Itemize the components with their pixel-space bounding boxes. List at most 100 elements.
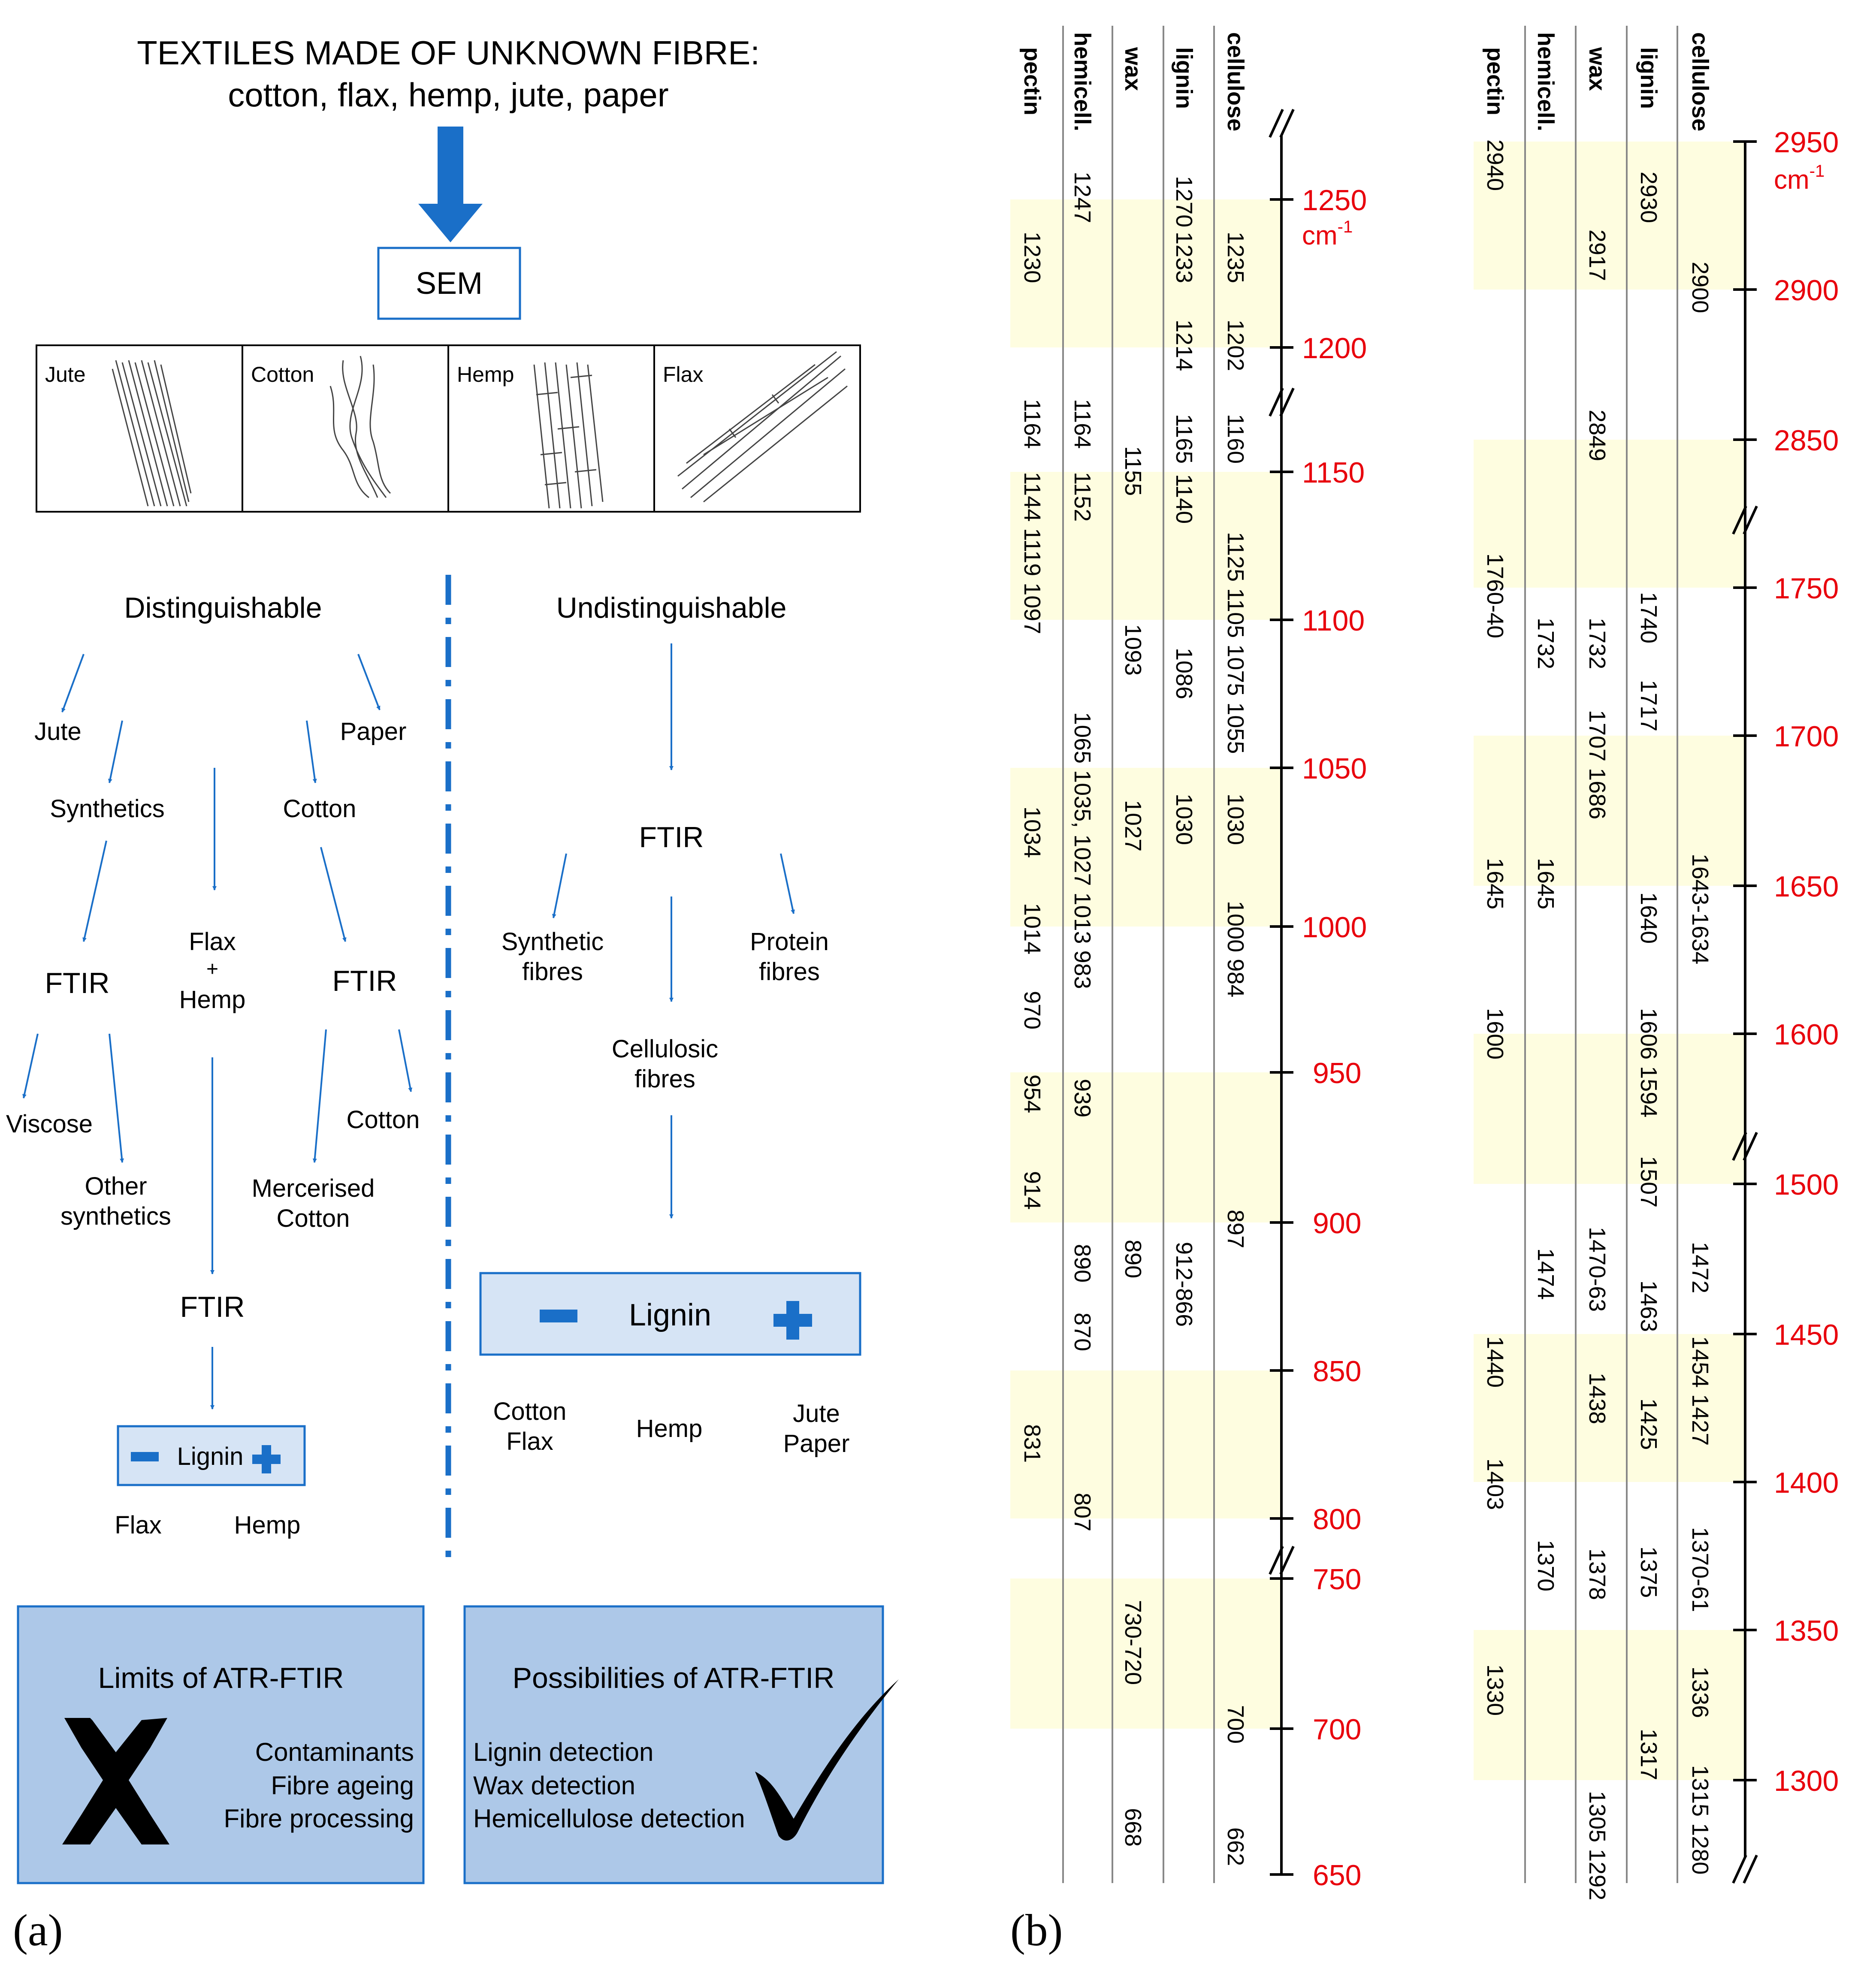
band-value: 2849 [1584,410,1610,461]
tick-1700: 1700 [1774,720,1839,753]
band-value: 1378 [1584,1548,1610,1600]
check-icon [755,1679,899,1841]
other-synthetics-line2: synthetics [60,1202,171,1230]
cotton-node-2: Cotton [347,1106,420,1134]
band-value: 1760-40 [1482,553,1508,638]
minus-icon [131,1452,159,1461]
band-value: 1472 [1687,1242,1713,1293]
band-value: 1034 [1019,806,1045,858]
band-value: 1474 [1533,1248,1559,1300]
unit-right-exp: -1 [1810,162,1825,181]
ftir-left-node: FTIR [45,967,109,999]
band-value: 1375 [1636,1546,1662,1598]
panel-a-label: (a) [13,1905,63,1955]
band-value: 831 [1019,1424,1045,1463]
limits-item-2: Fibre ageing [271,1771,414,1800]
panel-b-label: (b) [1010,1905,1063,1955]
column-headers-right: cellulose lignin wax hemicell. pectin [1482,32,1713,131]
tick-1100: 1100 [1302,604,1365,637]
ftir-right-node: FTIR [332,965,397,997]
band-value: 1732 [1584,618,1610,669]
column-headers-left: cellulose lignin wax hemicell. pectin [1019,32,1248,131]
jute-node: Jute [34,718,82,746]
col-header-hemicell-left: hemicell. [1069,32,1095,131]
col-header-cellulose-left: cellulose [1223,32,1248,131]
tick-2900: 2900 [1774,274,1839,307]
band-value: 730-720 [1120,1600,1146,1685]
fibre-panel-hemp: Hemp [457,362,514,386]
band-value: 1643-1634 [1687,854,1713,964]
band-value: 2917 [1584,229,1610,281]
tick-1750: 1750 [1774,572,1839,605]
band-value: 1370 [1533,1540,1559,1591]
tick-1450: 1450 [1774,1319,1839,1351]
cellulosic-fibres-line2: fibres [634,1065,695,1093]
panel-a-title-line2: cotton, flax, hemp, jute, paper [228,76,669,114]
band-value: 970 [1019,991,1045,1029]
lignin-label-small: Lignin [177,1443,244,1470]
col-header-pectin-left: pectin [1019,47,1045,115]
possibilities-title: Possibilities of ATR-FTIR [513,1662,835,1694]
band-value: 1315 1280 [1687,1765,1713,1874]
band-value: 2900 [1687,262,1713,313]
column-separators [1062,26,1678,1883]
band-value: 1164 [1019,399,1045,449]
band-value: 1336 [1687,1666,1713,1718]
limits-item-3: Fibre processing [224,1804,414,1833]
col-header-cellulose-right: cellulose [1687,32,1713,131]
band-value: 1270 [1171,176,1197,227]
band-value: 1463 [1636,1280,1662,1332]
band-value: 1030 [1171,794,1197,845]
col-header-lignin-left: lignin [1171,47,1197,109]
band-value: 700 [1223,1705,1248,1744]
band-value: 1014 [1019,903,1045,954]
band-value: 1707 1686 [1584,710,1610,819]
band-value: 1144 1119 1097 [1019,472,1045,634]
cross-icon [62,1718,169,1844]
highlight-bands [1010,142,1746,1780]
band-value: 1470-63 [1584,1227,1610,1312]
panel-a: TEXTILES MADE OF UNKNOWN FIBRE: cotton, … [6,34,899,1955]
band-value: 662 [1223,1827,1248,1866]
possibilities-item-2: Wax detection [473,1771,635,1800]
band-value: 1454 1427 [1687,1336,1713,1446]
sem-fibre-panels: Jute Cotton Hemp Flax [36,344,861,513]
band-value: 2940 [1482,139,1508,191]
tick-1050: 1050 [1302,752,1367,785]
flax-fibre-sketch [677,351,848,503]
hemp-result-right: Hemp [636,1415,703,1443]
band-value: 1732 [1533,618,1559,669]
band-value: 1247 [1069,172,1095,223]
jute-paper-line2: Paper [783,1430,850,1458]
band-value: 1000 984 [1223,901,1248,997]
unit-left-base: cm [1302,221,1338,251]
unit-right-base: cm [1774,165,1810,195]
right-band-values: 2900 1643-1634 1472 1454 1427 1370-61 13… [1482,139,1713,1900]
band-value: 1440 [1482,1336,1508,1388]
sem-box [377,247,521,320]
band-value: 1027 [1120,800,1146,851]
limits-title: Limits of ATR-FTIR [98,1662,344,1694]
band-value: 870 [1069,1313,1095,1351]
unit-left-exp: -1 [1338,217,1353,236]
band-value: 897 [1223,1210,1248,1248]
tick-950: 950 [1313,1057,1361,1090]
band-value: 1645 [1533,858,1559,909]
unit-right: cm-1 [1774,162,1825,195]
possibilities-item-3: Hemicellulose detection [473,1804,745,1833]
panel-b: cellulose lignin wax hemicell. pectin ce… [1010,26,1839,1955]
possibilities-box [463,1605,884,1884]
cotton-flax-line1: Cotton [493,1398,567,1425]
fibre-panel-cotton: Cotton [251,362,314,386]
band-value: 1507 [1636,1156,1662,1207]
col-header-wax-right: wax [1584,47,1610,91]
col-header-pectin-right: pectin [1482,47,1508,115]
band-value: 912-866 [1171,1242,1197,1327]
band-value: 1030 [1223,794,1248,845]
jute-fibre-sketch [112,360,192,507]
protein-fibres-line1: Protein [750,928,829,956]
protein-fibres-line2: fibres [759,958,820,986]
fibre-panel-flax: Flax [663,362,703,386]
flax-hemp-node-line2: Hemp [179,986,246,1014]
band-value: 954 [1019,1075,1045,1113]
